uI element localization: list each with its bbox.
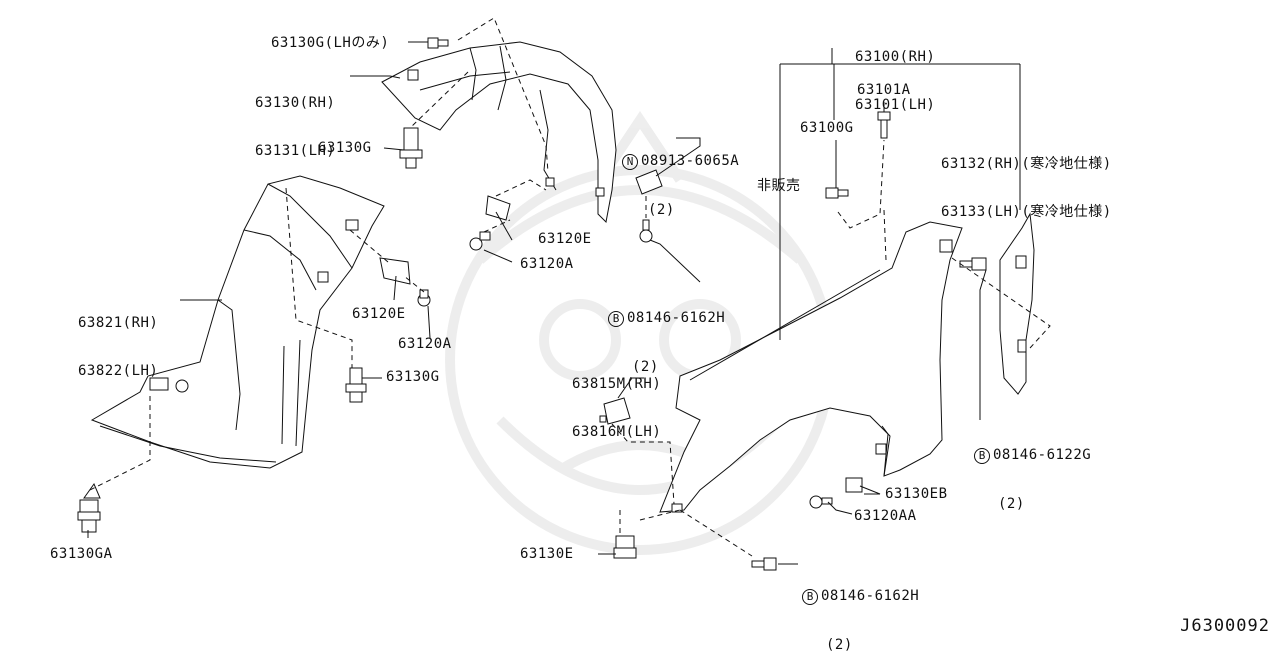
bracket-icon (485, 195, 511, 221)
fender-liner-upper (381, 41, 617, 224)
label-63130e: 63130E (520, 546, 574, 562)
clip-icon (845, 477, 863, 493)
leader-lines (87, 41, 1021, 565)
label-63120a-upper: 63120A (520, 256, 574, 272)
label-63816m-lh: 63816M(LH) (572, 424, 662, 440)
label-63120e-upper: 63120E (538, 231, 592, 247)
mudguard-liner-left (90, 175, 385, 469)
label-08146-6162h-qty: (2) (632, 359, 659, 375)
label-08146-6122g-number: 08146-6122G (993, 447, 1092, 463)
label-63132-63133: 63132(RH)(寒冷地仕様) 63133(LH)(寒冷地仕様) (941, 124, 1112, 236)
label-08146-6122g-qty: (2) (998, 496, 1025, 512)
bolt-symbol-icon: B (608, 311, 624, 327)
label-63130eb: 63130EB (885, 486, 948, 502)
label-63120a-lower: 63120A (398, 336, 452, 352)
label-63822-lh: 63822(LH) (78, 363, 159, 379)
label-63100-rh: 63100(RH) (855, 49, 936, 65)
label-08146-6162h-lower-number: 08146-6162H (821, 588, 920, 604)
label-08146-6162h-number: 08146-6162H (627, 310, 726, 326)
fender-seal-strip (999, 212, 1035, 395)
parts-diagram (77, 17, 1051, 571)
clip-icon (427, 37, 449, 49)
label-63130-63131: 63130(RH) 63131(LH) (255, 63, 335, 175)
bolt-symbol-icon: B (974, 448, 990, 464)
label-63120e-lower: 63120E (352, 306, 406, 322)
clip-icon (825, 187, 849, 199)
label-63815m-rh: 63815M(RH) (572, 376, 662, 392)
clip-icon (345, 367, 367, 403)
front-fender-panel (659, 221, 963, 513)
nut-symbol-icon: N (622, 154, 638, 170)
label-63821-63822: 63821(RH) 63822(LH) (78, 283, 158, 395)
label-63130g-upper: 63130G (318, 140, 372, 156)
label-63133-lh: 63133(LH)(寒冷地仕様) (941, 204, 1112, 220)
label-08146-6162h-lower-qty: (2) (826, 637, 853, 653)
label-63130-rh: 63130(RH) (255, 95, 336, 111)
bolt-icon (959, 257, 987, 271)
screw-icon (639, 219, 653, 243)
label-63130g-lh-only: 63130G(LHのみ) (271, 35, 390, 51)
bracket-icon (379, 257, 411, 285)
label-63821-rh: 63821(RH) (78, 315, 159, 331)
label-63120aa: 63120AA (854, 508, 917, 524)
label-63101-lh: 63101(LH) (855, 97, 936, 113)
label-not-for-sale: 非販売 (757, 178, 801, 194)
screw-icon (417, 289, 431, 307)
label-08913-number: 08913-6065A (641, 153, 740, 169)
clip-icon (77, 482, 101, 533)
label-63130ga: 63130GA (50, 546, 113, 562)
label-63100-63101: 63100(RH) 63101(LH) (855, 17, 935, 129)
clip-icon (613, 535, 637, 559)
clip-nut-icon (635, 169, 663, 195)
label-63130g-lower: 63130G (386, 369, 440, 385)
clip-icon (599, 397, 631, 425)
alignment-dashes (89, 17, 1051, 557)
screw-icon (809, 495, 833, 509)
label-63101a: 63101A (857, 82, 911, 98)
clip-icon (399, 127, 423, 169)
label-63132-rh: 63132(RH)(寒冷地仕様) (941, 156, 1112, 172)
bolt-symbol-icon: B (802, 589, 818, 605)
label-63100g: 63100G (800, 120, 854, 136)
label-63815m-63816m: 63815M(RH) 63816M(LH) (572, 344, 661, 456)
diagram-reference-code: J6300092 (1180, 616, 1270, 636)
label-63131-lh: 63131(LH) (255, 143, 336, 159)
label-08913-qty: (2) (648, 202, 675, 218)
bolt-icon (751, 557, 777, 571)
